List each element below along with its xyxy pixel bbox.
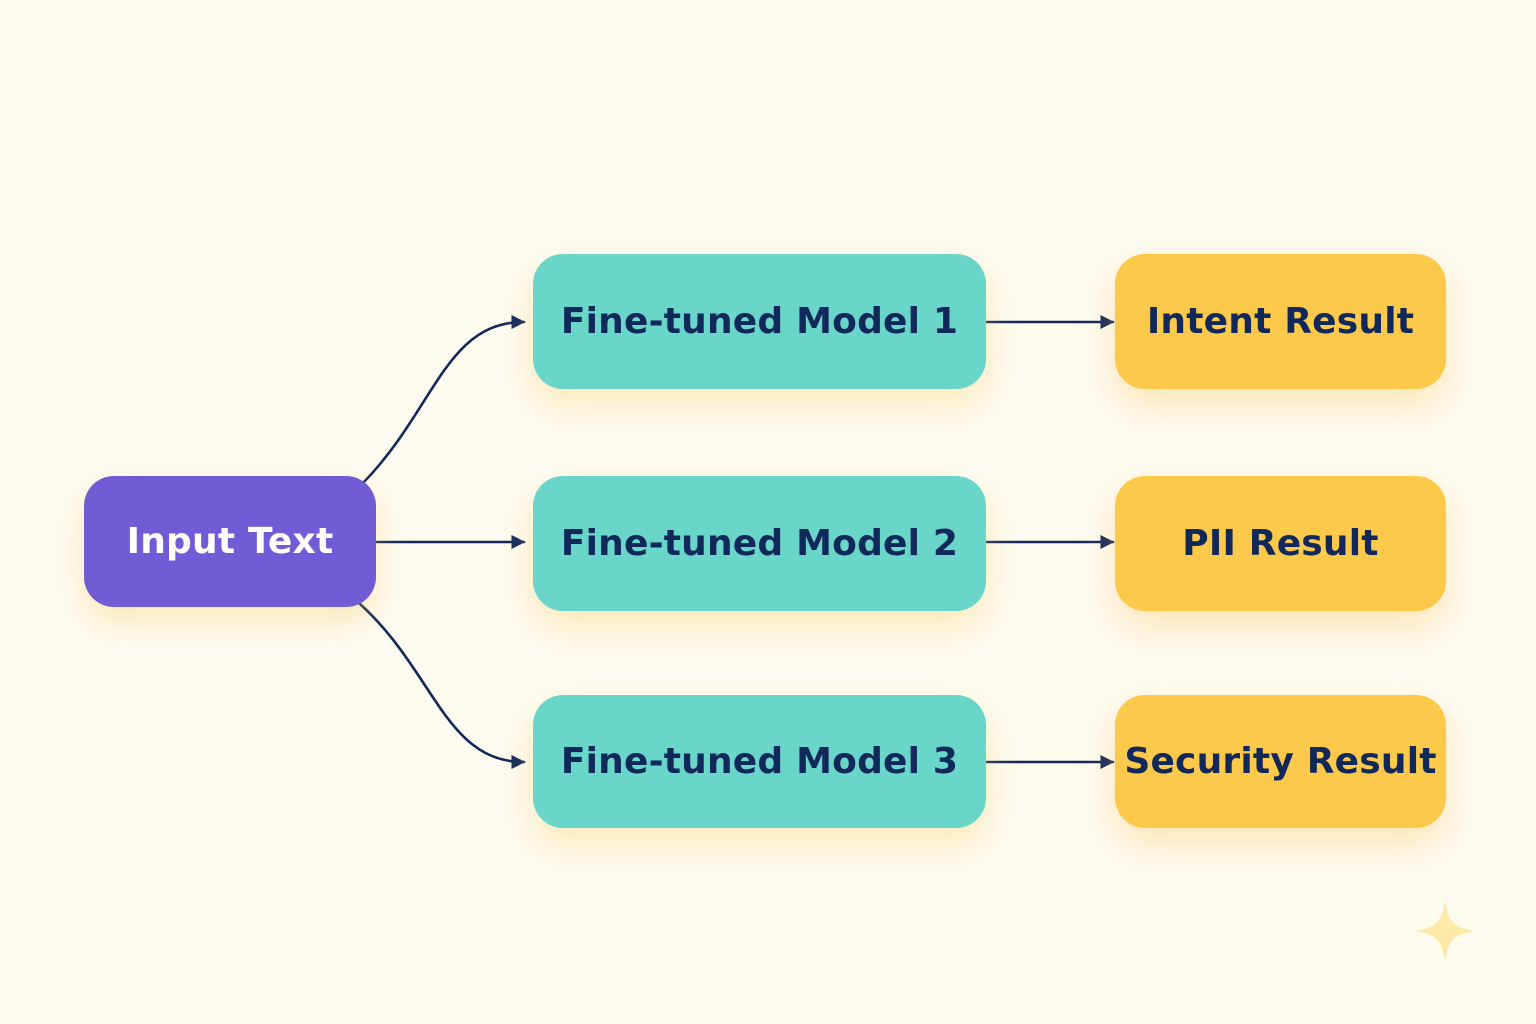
intent-result-label: Intent Result (1146, 301, 1415, 342)
input-text-node: Input Text (84, 476, 376, 607)
model-1-label: Fine-tuned Model 1 (560, 301, 959, 342)
input-text-label: Input Text (126, 521, 334, 562)
model-2-label: Fine-tuned Model 2 (560, 523, 959, 564)
sparkle-icon (1414, 900, 1476, 962)
pii-result-node: PII Result (1115, 476, 1446, 611)
security-result-label: Security Result (1124, 741, 1437, 782)
model-3-label: Fine-tuned Model 3 (560, 741, 959, 782)
edge-input-to-model-3 (358, 602, 526, 769)
edge-input-to-model-1 (360, 315, 526, 486)
intent-result-node: Intent Result (1115, 254, 1446, 389)
pii-result-label: PII Result (1182, 523, 1379, 564)
model-2-node: Fine-tuned Model 2 (533, 476, 986, 611)
model-3-node: Fine-tuned Model 3 (533, 695, 986, 828)
model-1-node: Fine-tuned Model 1 (533, 254, 986, 389)
security-result-node: Security Result (1115, 695, 1446, 828)
